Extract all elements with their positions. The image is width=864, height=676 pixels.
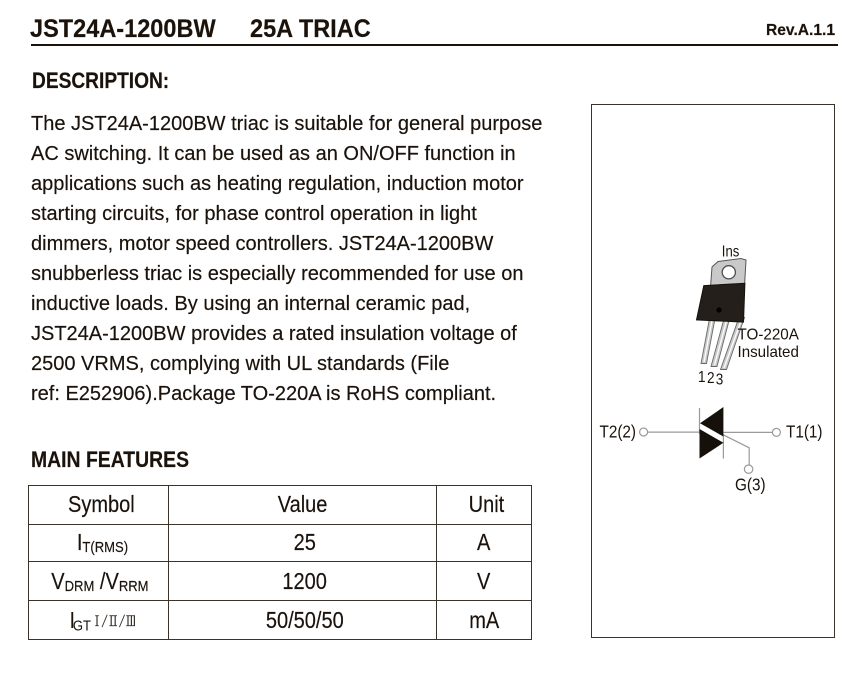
svg-text:GT: GT [73, 617, 91, 634]
svg-text:TO-220A: TO-220A [738, 326, 800, 343]
svg-text:3: 3 [716, 372, 724, 389]
svg-text:I: I [70, 608, 76, 633]
svg-text:1: 1 [698, 369, 706, 386]
svg-text:Ins: Ins [722, 244, 740, 261]
svg-text:T1(1): T1(1) [786, 421, 823, 441]
svg-text:2: 2 [707, 370, 715, 387]
svg-text:T2(2): T2(2) [600, 421, 637, 441]
svg-text:G(3): G(3) [735, 474, 766, 494]
svg-text:Insulated: Insulated [738, 344, 799, 361]
